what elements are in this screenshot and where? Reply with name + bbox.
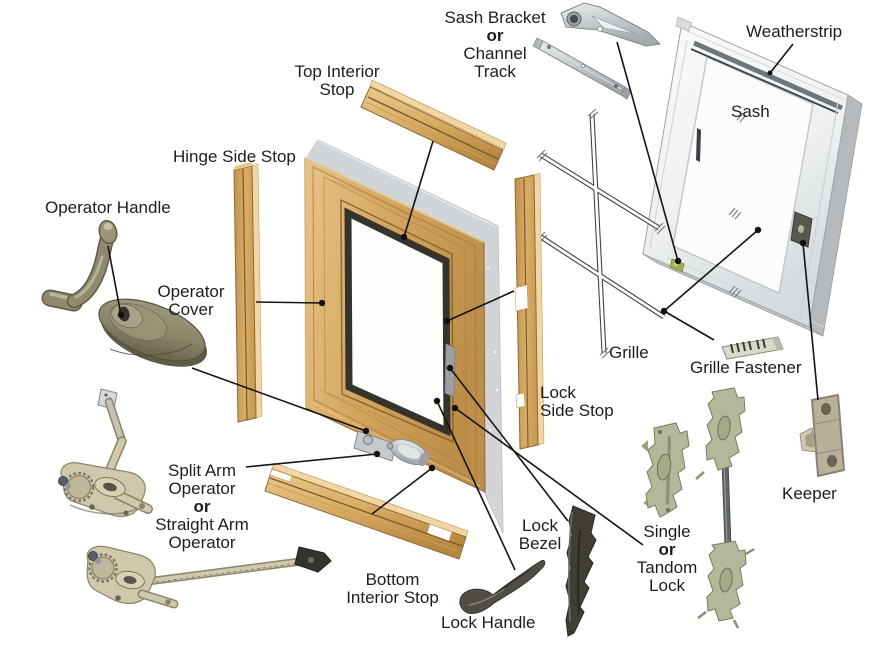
label-line: Lock [540,383,576,402]
label-line: Side Stop [540,401,614,420]
label-line: Single [643,522,691,541]
label-line: Top Interior [294,62,380,81]
leader-operator-cover [191,367,367,432]
sash-lock-illustration [790,211,813,248]
leader-weatherstrip [769,43,794,74]
label-line: Track [474,62,516,81]
label-line: Split Arm [167,461,237,480]
sash-illustration [642,16,863,337]
label-sash-bracket: Sash Bracket or Channel Track [425,9,565,81]
bottom-interior-stop-illustration [264,462,469,560]
label-sash: Sash [731,103,770,121]
operator-cover-illustration [98,298,208,367]
top-interior-stop-illustration [360,79,507,171]
operator-handle-illustration [41,219,118,312]
leader-single-tandom-lock [454,407,644,546]
leader-sash-bracket [616,41,679,262]
leader-lock-side-stop [446,290,515,322]
sash-bracket-illustration [560,2,662,47]
label-operator-handle: Operator Handle [45,199,171,217]
window-frame-illustration [304,157,486,493]
label-line: Operator [168,479,236,498]
grille-fastener-illustration [721,336,784,360]
leader-bottom-interior-stop [371,467,433,515]
leader-grille [663,229,759,312]
frame-glass [344,207,451,437]
label-weatherstrip: Weatherstrip [746,23,842,41]
label-line: Lock [649,576,685,595]
label-line: or [486,26,504,45]
channel-track-illustration [532,37,632,100]
label-line: Operator [168,533,236,552]
label-line: Sash Bracket [444,8,546,27]
label-line: Operator Handle [45,198,171,217]
hinge-side-stop-illustration [233,162,263,423]
lock-bezel-illustration [565,505,597,637]
leader-grille-fastener [663,310,715,341]
tandom-lock-illustration [695,387,755,629]
label-single-tandom-lock: Single or Tandom Lock [632,523,702,595]
label-line: Operator [157,282,225,301]
label-line: Interior Stop [346,588,439,607]
grille-position-marks [728,112,747,298]
label-lock-handle: Lock Handle [441,614,536,632]
label-line: Channel [463,44,527,63]
leader-top-interior-stop [403,140,434,238]
label-keeper: Keeper [782,485,837,503]
label-line: Cover [168,300,214,319]
grille-illustration [536,108,666,359]
label-operator-cover: Operator Cover [141,283,241,319]
label-line: Lock [522,516,558,535]
label-line: Weatherstrip [746,22,843,41]
single-lock-illustration [641,422,690,518]
leader-keeper [802,242,819,401]
label-line: Bezel [518,534,562,553]
label-line: Lock Handle [441,613,536,632]
leader-dots [117,70,807,472]
label-line: Keeper [782,484,837,503]
straight-arm-operator-illustration [86,545,332,609]
leader-operator-handle [107,245,122,316]
lock-side-stop-illustration [514,172,545,450]
label-line: Grille Fastener [690,358,802,377]
label-grille-fastener: Grille Fastener [690,359,801,377]
weatherstrip-band [692,40,844,111]
label-split-arm-operator: Split Arm Operator or Straight Arm Opera… [147,462,257,552]
leader-hinge-side-stop [255,301,323,304]
label-line: Stop [319,80,355,99]
label-line: Straight Arm [155,515,249,534]
leader-split-arm-operator [245,453,378,468]
split-arm-operator-illustration [58,388,153,517]
label-hinge-side-stop: Hinge Side Stop [173,148,296,166]
lock-handle-illustration [459,560,546,614]
label-lock-side-stop: Lock Side Stop [540,384,614,420]
label-line: Tandom [636,558,698,577]
label-line: Hinge Side Stop [173,147,296,166]
label-lock-bezel: Lock Bezel [509,517,571,553]
label-line: or [193,497,211,516]
label-line: Sash [731,102,770,121]
label-line: or [658,540,676,559]
leader-lock-bezel [449,367,569,522]
label-top-interior-stop: Top Interior Stop [281,63,393,99]
label-grille: Grille [609,344,649,362]
frame-operator-hardware [353,430,430,467]
keeper-illustration [799,394,845,477]
label-bottom-interior-stop: Bottom Interior Stop [330,571,455,607]
label-line: Bottom [365,570,420,589]
label-line: Grille [609,343,649,362]
leader-lines [107,41,819,571]
leader-lock-handle [436,400,516,571]
